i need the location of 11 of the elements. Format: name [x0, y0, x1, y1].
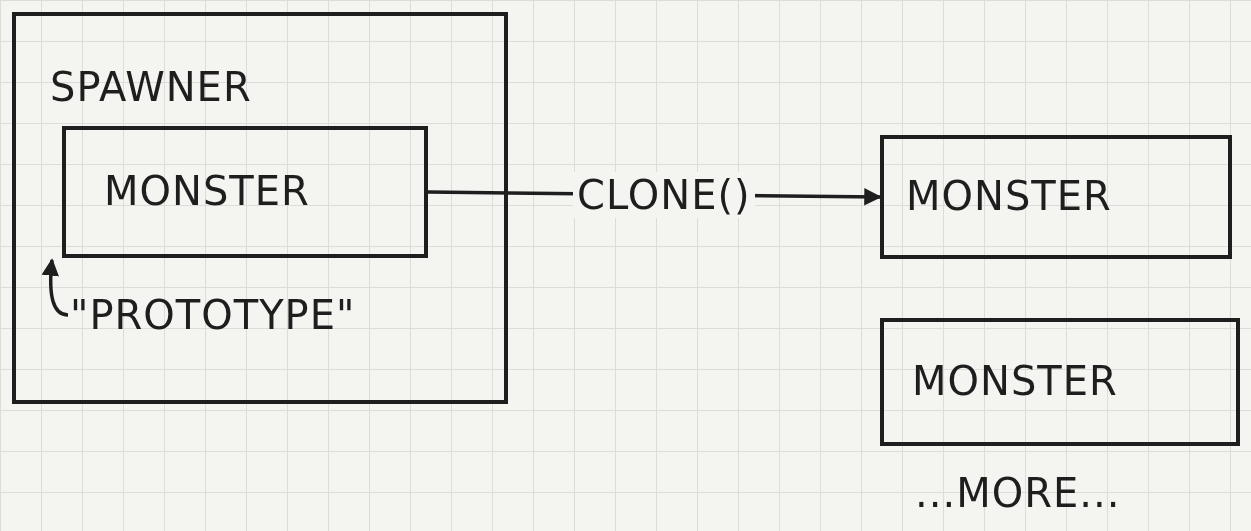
note-label: ...MORE...	[915, 470, 1121, 516]
edge-label: CLONE()	[573, 171, 755, 218]
monster-box	[880, 135, 1232, 259]
annotation-label: "PROTOTYPE"	[70, 292, 356, 338]
monster-box	[880, 318, 1240, 446]
spawner-box	[12, 12, 508, 404]
container-title: SPAWNER	[50, 64, 252, 110]
node-label: MONSTER	[906, 173, 1112, 219]
monster-box	[62, 126, 428, 258]
node-label: MONSTER	[104, 168, 310, 214]
node-label: MONSTER	[912, 358, 1118, 404]
